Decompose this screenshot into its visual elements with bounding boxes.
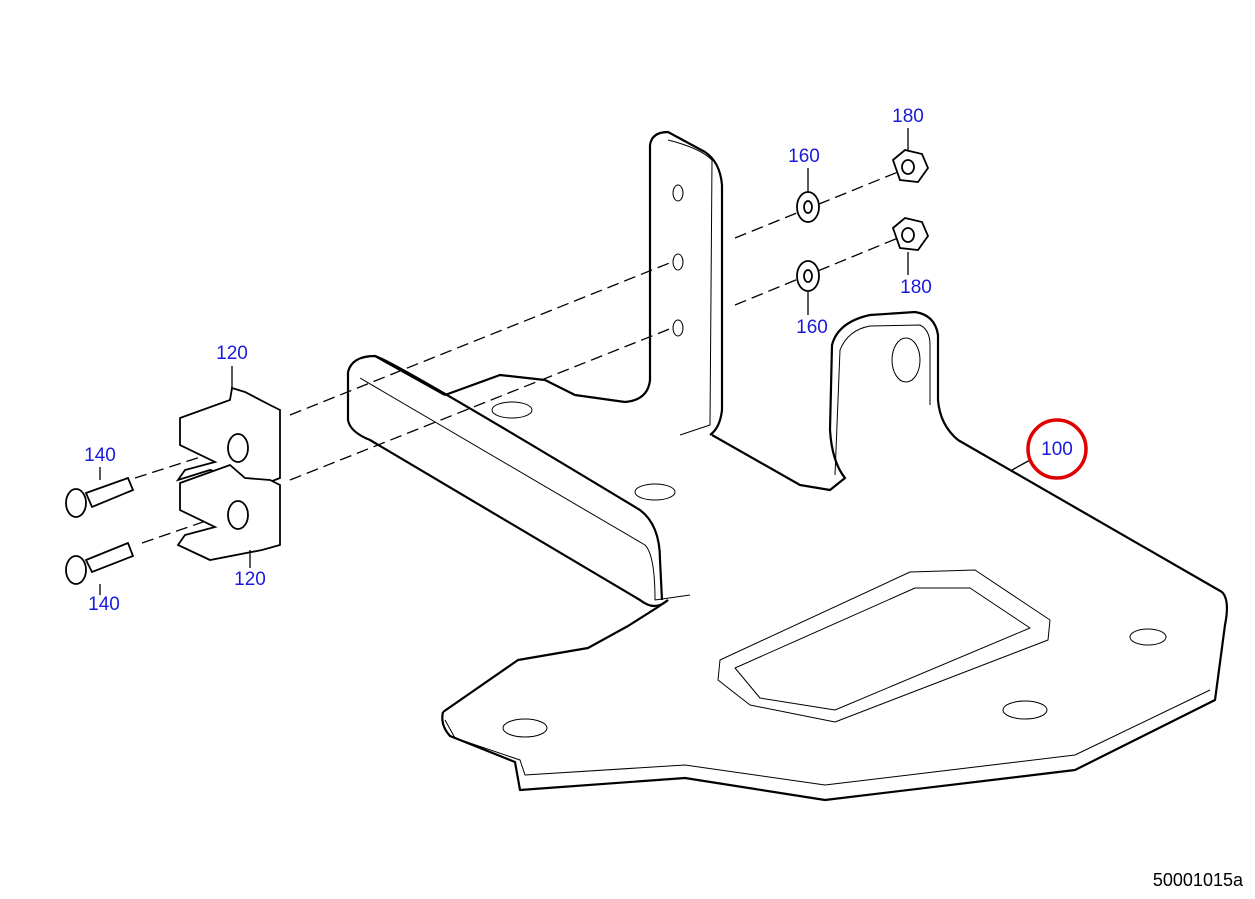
callout-nut-top[interactable]: 180 — [892, 106, 924, 127]
bracket-base-plate — [441, 439, 1229, 802]
callout-washer-top[interactable]: 160 — [788, 146, 820, 167]
callout-clip-top[interactable]: 120 — [216, 343, 248, 364]
callout-bracket[interactable]: 100 — [1041, 439, 1073, 460]
callout-clip-bottom[interactable]: 120 — [234, 569, 266, 590]
clips — [175, 386, 281, 561]
highlight-circle — [1026, 418, 1088, 480]
nuts — [891, 149, 930, 251]
bracket-vertical-plate — [444, 130, 724, 436]
screws — [65, 476, 135, 585]
callout-washer-bottom[interactable]: 160 — [796, 317, 828, 338]
figure-id: 50001015a — [1152, 870, 1243, 890]
callout-screw-bottom[interactable]: 140 — [88, 594, 120, 615]
bracket-left-arm — [346, 354, 669, 608]
callout-nut-bottom[interactable]: 180 — [900, 277, 932, 298]
washers — [796, 191, 820, 292]
callout-screw-top[interactable]: 140 — [84, 445, 116, 466]
